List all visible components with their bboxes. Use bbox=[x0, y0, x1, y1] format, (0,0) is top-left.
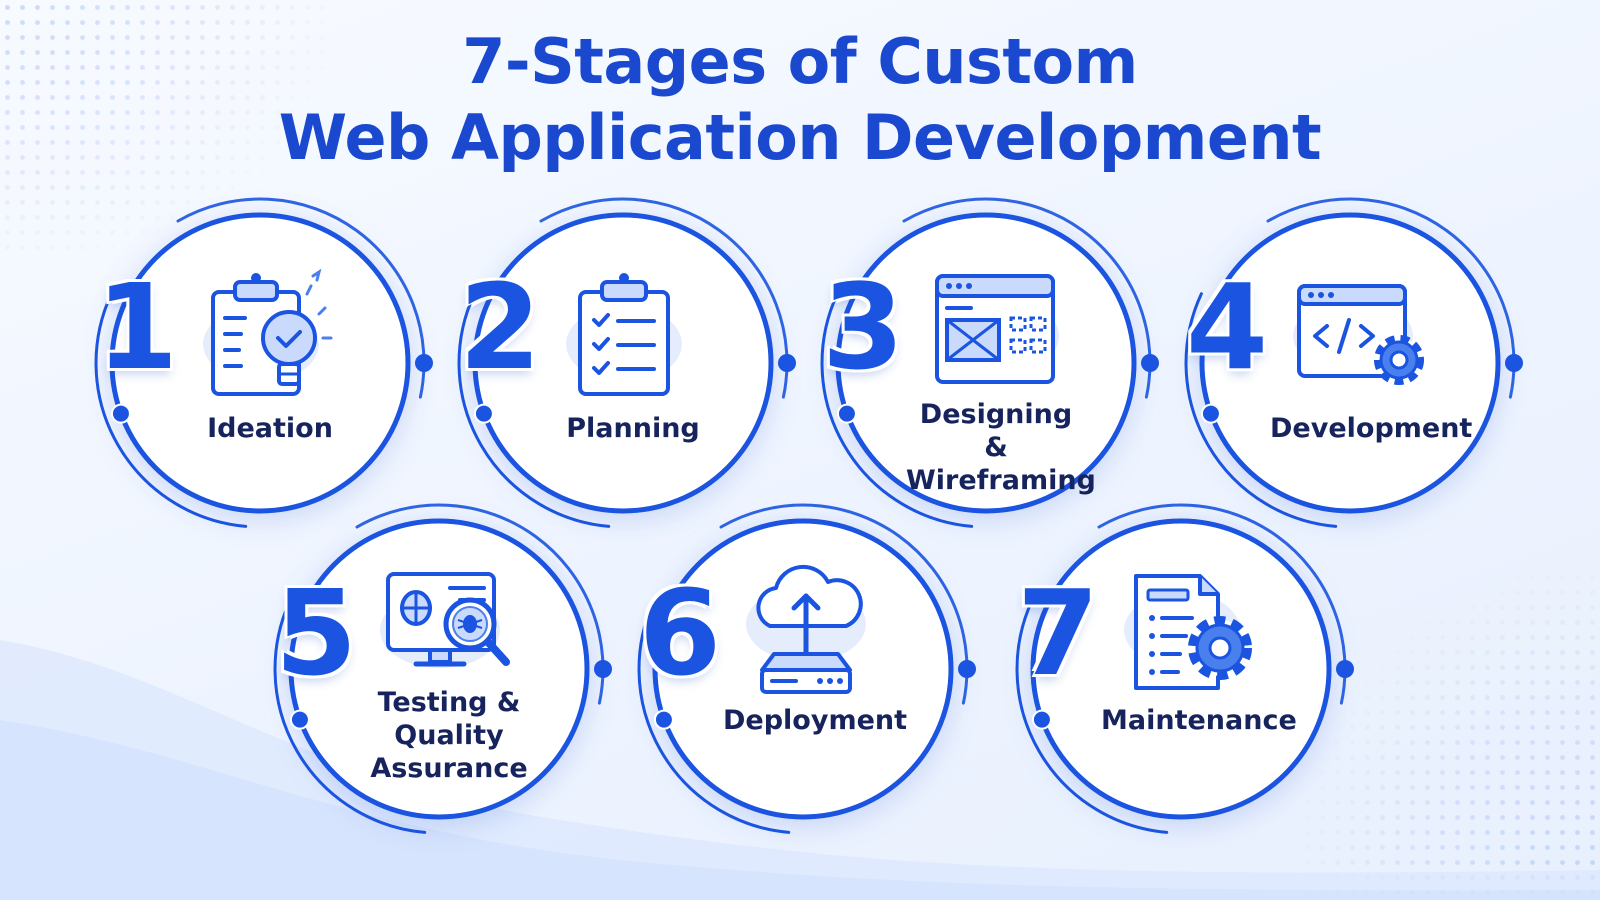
code-window-gear-icon bbox=[1291, 264, 1431, 404]
stage-ideation: 1 Ideation bbox=[94, 197, 433, 528]
ring-outer-arc-right bbox=[1266, 197, 1516, 399]
stage-label: Ideation bbox=[207, 413, 333, 444]
page-title: 7-Stages of Custom Web Application Devel… bbox=[0, 24, 1600, 176]
ring-outer-arc-left bbox=[1015, 598, 1169, 834]
stage-label: Deployment bbox=[723, 705, 908, 736]
ring-outer-arc-left bbox=[820, 292, 974, 528]
wireframe-browser-icon bbox=[927, 264, 1067, 404]
document-gear-icon bbox=[1122, 564, 1262, 704]
ring-dot-right bbox=[415, 354, 433, 372]
ring-dot-right bbox=[1505, 354, 1523, 372]
stage-number: 1 bbox=[95, 258, 179, 396]
stage-maintenance: 7 Maintenance bbox=[1015, 503, 1354, 834]
stage-label: Designing & Wireframing bbox=[906, 399, 1096, 496]
ring-outer-arc-right bbox=[539, 197, 789, 399]
ring-outer-arc-left bbox=[273, 598, 427, 834]
ring-dot-left bbox=[1031, 709, 1052, 730]
stage-deployment: 6 Deployment bbox=[637, 503, 976, 834]
monitor-bug-magnifier-icon bbox=[380, 564, 520, 704]
ring-dot-left bbox=[110, 403, 131, 424]
clipboard-checklist-icon bbox=[564, 264, 704, 404]
stage-label: Development bbox=[1270, 413, 1473, 444]
stage-testing-quality-assurance: 5 bbox=[273, 503, 612, 834]
stage-ring bbox=[273, 503, 612, 834]
stage-number: 3 bbox=[821, 258, 905, 396]
stage-label: Planning bbox=[566, 413, 700, 444]
stage-designing-wireframing: 3 Designing & Wireframing bbox=[820, 197, 1159, 528]
ring-outer-arc-left bbox=[457, 292, 611, 528]
stage-label: Maintenance bbox=[1101, 705, 1297, 736]
stage-number: 2 bbox=[458, 258, 542, 396]
ring-outer-arc-right bbox=[355, 503, 605, 705]
ring-outer-arc-left bbox=[637, 598, 791, 834]
ring-dot-right bbox=[958, 660, 976, 678]
stage-number: 7 bbox=[1016, 564, 1100, 702]
ring-dot-right bbox=[778, 354, 796, 372]
stage-number: 6 bbox=[638, 564, 722, 702]
cloud-upload-server-icon bbox=[744, 562, 884, 702]
ring-dot-right bbox=[1336, 660, 1354, 678]
stage-development: 4 Development bbox=[1184, 197, 1523, 528]
ring-outer-arc-right bbox=[719, 503, 969, 705]
ring-dot-left bbox=[1200, 403, 1221, 424]
ring-dot-left bbox=[473, 403, 494, 424]
clipboard-lightbulb-icon bbox=[201, 264, 341, 404]
ring-outer-arc-right bbox=[902, 197, 1152, 399]
ring-dot-right bbox=[594, 660, 612, 678]
ring-dot-left bbox=[836, 403, 857, 424]
ring-outer-arc-right bbox=[1097, 503, 1347, 705]
title-line-1: 7-Stages of Custom bbox=[462, 25, 1138, 98]
ring-dot-right bbox=[1141, 354, 1159, 372]
title-line-2: Web Application Development bbox=[278, 101, 1322, 174]
stage-number: 5 bbox=[274, 564, 358, 702]
ring-outer-arc-left bbox=[94, 292, 248, 528]
ring-outer-arc-left bbox=[1184, 292, 1338, 528]
stage-label: Testing & Quality Assurance bbox=[370, 687, 528, 784]
ring-disc bbox=[288, 518, 590, 820]
ring-outer-arc-right bbox=[176, 197, 426, 399]
ring-dot-left bbox=[289, 709, 310, 730]
stage-number: 4 bbox=[1185, 258, 1269, 396]
stage-planning: 2 Planning bbox=[457, 197, 796, 528]
ring-dot-left bbox=[653, 709, 674, 730]
